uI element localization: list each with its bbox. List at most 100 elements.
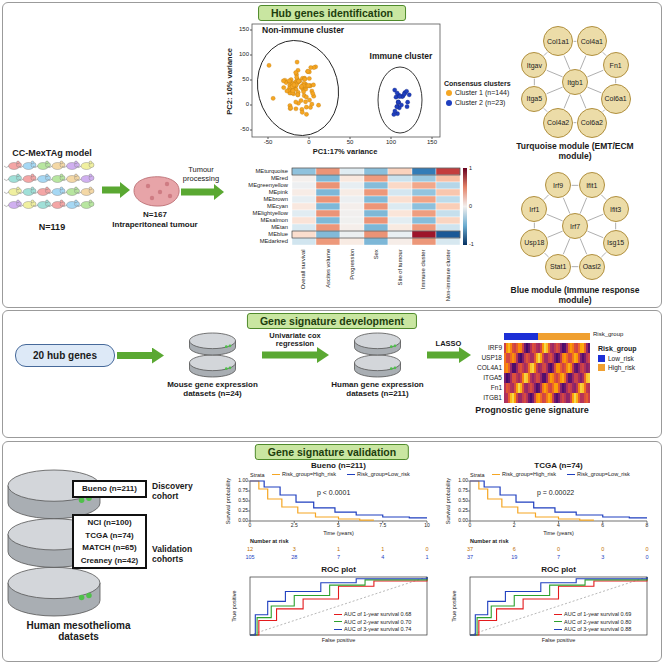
- sample-point: [303, 100, 307, 104]
- risk-bar-cell: [540, 333, 542, 340]
- line-sample: [334, 614, 342, 615]
- risk-bar-cell: [536, 333, 538, 340]
- sample-point: [311, 83, 315, 87]
- sample-point: [282, 85, 286, 89]
- expression-cell: [518, 353, 520, 363]
- network-edge: [563, 198, 570, 214]
- expression-cell: [584, 363, 586, 373]
- heatmap-cell: [292, 196, 316, 203]
- heatmap-cell: [316, 175, 340, 182]
- legend-text: AUC of 2-year survival 0.70: [344, 619, 411, 625]
- expression-cell: [520, 353, 522, 363]
- risk-bar-cell: [506, 333, 508, 340]
- expression-cell: [574, 353, 576, 363]
- expression-cell: [554, 383, 556, 393]
- gene-node: Col4a2: [543, 108, 573, 138]
- expression-cell: [506, 383, 508, 393]
- expression-cell: [574, 373, 576, 383]
- expression-cell: [518, 373, 520, 383]
- legend-item: Risk_group=Low_risk: [347, 471, 410, 477]
- mouse-tail: [4, 166, 9, 168]
- expression-cell: [508, 373, 510, 383]
- database-stack: Human mesothelioma datasetsBueno (n=211)…: [5, 468, 152, 642]
- mouse-tail: [77, 205, 82, 207]
- expression-cell: [534, 383, 536, 393]
- expression-cell: [588, 373, 590, 383]
- mouse-icon: [48, 200, 66, 209]
- text-label: 2.5: [284, 523, 304, 529]
- mouse-ear: [75, 174, 78, 177]
- text-label: ITGA5: [470, 374, 502, 381]
- sample-point: [288, 106, 292, 110]
- heatmap-cell: [436, 231, 460, 238]
- expression-cell: [548, 353, 550, 363]
- expression-cell: [588, 383, 590, 393]
- text-label: 1: [329, 546, 349, 552]
- expression-cell: [546, 353, 548, 363]
- expression-cell: [520, 393, 522, 403]
- risk-bar-cell: [548, 333, 550, 340]
- node-text: Itgav: [527, 62, 542, 69]
- expression-cell: [582, 373, 584, 383]
- mouse-icon: [48, 161, 66, 170]
- text-label: Immune cluster: [420, 249, 427, 289]
- mouse-ear: [89, 161, 92, 164]
- text-label: MEblue: [233, 231, 288, 238]
- text-label: 19: [504, 554, 524, 560]
- sample-point: [305, 69, 309, 73]
- sample-point: [294, 70, 298, 74]
- text-label: MEred: [233, 175, 288, 182]
- risk-bar-cell: [504, 333, 506, 340]
- node-text: Irf7: [570, 223, 580, 230]
- mouse-icon: [4, 174, 22, 183]
- expression-cell: [580, 373, 582, 383]
- legend-text: Risk_group=Low_risk: [357, 471, 410, 477]
- mouse-tail: [19, 179, 24, 181]
- heatmap-cell: [364, 182, 388, 189]
- section-header: Gene signature validation: [255, 444, 409, 460]
- expression-cell: [514, 363, 516, 373]
- expression-cell: [570, 393, 572, 403]
- roc-curve: [250, 577, 427, 635]
- sample-point: [291, 89, 295, 93]
- reference-diagonal: [470, 577, 647, 635]
- text-label: 6: [593, 523, 613, 529]
- expression-cell: [558, 393, 560, 403]
- mouse-ear: [31, 174, 34, 177]
- node-text: Human gene expression datasets (n=211): [330, 380, 425, 398]
- mouse-tail: [33, 166, 38, 168]
- expression-cell: [584, 343, 586, 353]
- plot-frame: [252, 24, 440, 137]
- tick: [248, 511, 250, 512]
- legend-item: AUC of 1-year survival 0.68: [334, 611, 411, 617]
- text-label: ITGB1: [470, 394, 502, 401]
- text-label: MEpink: [233, 189, 288, 196]
- heatmap-cell: [292, 175, 316, 182]
- sample-point: [288, 80, 292, 84]
- expression-cell: [522, 373, 524, 383]
- expression-cell: [580, 353, 582, 363]
- expression-cell: [528, 393, 530, 403]
- text-label: 150: [422, 139, 442, 146]
- text-label: 0: [637, 546, 657, 552]
- database-cylinder: Mouse gene expression datasets (n=24): [165, 332, 260, 398]
- expression-cell: [550, 343, 552, 353]
- gene-node: Col6a1: [601, 84, 631, 114]
- line-sample: [272, 474, 280, 475]
- text-label: 10: [417, 523, 437, 529]
- expression-cell: [522, 343, 524, 353]
- expression-cell: [546, 393, 548, 403]
- mouse-icon: [62, 161, 80, 170]
- network-edge: [580, 238, 586, 254]
- roc-curve: [470, 577, 647, 635]
- legend-item: Low_risk: [598, 355, 634, 362]
- network-edge: [544, 52, 547, 55]
- text-label: 4: [549, 523, 569, 529]
- expression-cell: [530, 393, 532, 403]
- mouse-tail: [62, 179, 67, 181]
- text-label: 7: [329, 554, 349, 560]
- mouse-icon: [48, 187, 66, 196]
- gene-node: Irf7: [562, 213, 588, 239]
- heatmap-cell: [364, 231, 388, 238]
- mouse-tail: [48, 179, 53, 181]
